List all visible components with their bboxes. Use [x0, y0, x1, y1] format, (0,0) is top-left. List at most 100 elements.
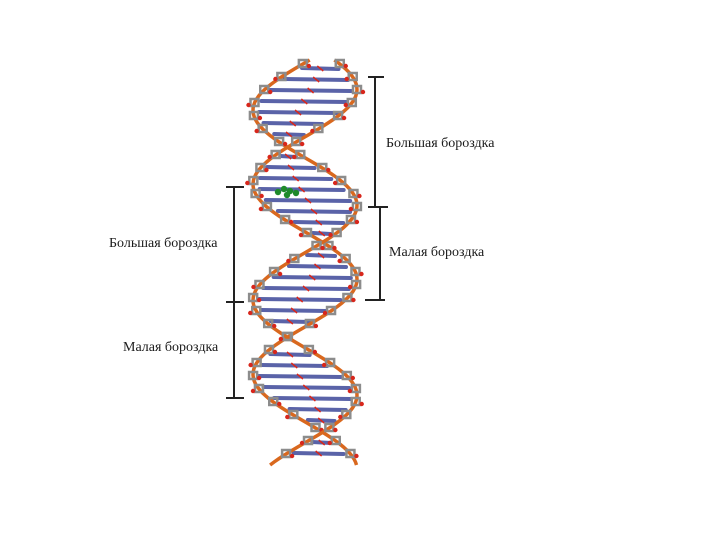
phosphate-atom — [354, 219, 360, 225]
base-pair-atom — [286, 351, 294, 358]
phosphate-atom — [251, 284, 256, 290]
phosphate-atom — [285, 414, 290, 420]
phosphate-atom — [343, 63, 348, 69]
phosphate-atom — [257, 115, 263, 121]
phosphate-atom — [299, 141, 305, 147]
base-pair-rungs — [257, 65, 353, 457]
phosphate-atom — [256, 375, 262, 381]
right-major-groove-bracket — [368, 76, 384, 208]
sugar-ring-2-17 — [268, 266, 280, 277]
sugar-ring-1-5 — [332, 110, 344, 121]
phosphate-atom — [278, 336, 284, 342]
phosphate-atom — [357, 193, 362, 199]
sugar-ring-1-2 — [347, 71, 358, 82]
sugar-ring-1-15 — [323, 240, 334, 251]
phosphate-atom — [347, 388, 353, 394]
phosphate-atom — [333, 427, 338, 433]
base-pair-atom — [286, 318, 294, 325]
base-pair-atom — [304, 197, 312, 204]
sugar-ring-2-19 — [247, 292, 259, 303]
base-pair-atom — [310, 208, 318, 215]
base-pair-atom — [294, 109, 302, 116]
base-pair-atom — [285, 131, 293, 138]
phosphate-atom — [327, 440, 332, 446]
sugar-ring-2-21 — [262, 318, 274, 329]
phosphate-atom — [351, 297, 356, 303]
sugar-ring-2-6 — [257, 123, 268, 134]
phosphate-atom — [341, 115, 347, 121]
bound-ligand-molecule — [274, 185, 300, 199]
sugar-ring-2-18 — [254, 279, 265, 290]
sugar-ring-1-25 — [247, 370, 259, 381]
sugar-ring-2-5 — [248, 110, 260, 121]
phosphate-atom — [338, 414, 343, 420]
base-pair-atom — [308, 274, 316, 281]
sugar-ring-1-23 — [263, 344, 275, 355]
sugar-ring-2-20 — [250, 305, 262, 316]
ligand-atom-5 — [283, 191, 291, 199]
phosphate-atom — [337, 258, 342, 264]
base-pair-atom — [290, 307, 298, 314]
base-pair-atom — [315, 450, 323, 457]
phosphate-atom — [277, 271, 283, 277]
base-pair-atom — [290, 362, 298, 369]
sugar-ring-1-11 — [250, 188, 261, 199]
base-pair-atom — [307, 87, 315, 94]
phosphate-atom — [328, 232, 333, 238]
right-minor-groove-bracket — [365, 206, 388, 301]
phosphate-atom — [313, 323, 319, 329]
phosphate-atom — [272, 349, 278, 355]
base-pair-atom — [298, 186, 306, 193]
phosphate-atom — [312, 349, 318, 355]
phosphate-atom — [347, 284, 353, 290]
ligand-atom-4 — [292, 189, 300, 197]
phosphate-atom — [248, 310, 253, 316]
phosphate-atom — [359, 401, 364, 407]
phosphate-atom — [259, 193, 264, 199]
sugar-ring-1-9 — [255, 162, 266, 173]
sugar-ring-2-12 — [351, 201, 363, 212]
base-pair-atom — [302, 285, 310, 292]
sugar-ring-2-15 — [311, 240, 322, 251]
base-pair-atom — [317, 417, 325, 424]
sugar-ring-1-3 — [351, 84, 363, 95]
phosphate-atom — [321, 362, 327, 368]
sugar-ring-1-24 — [251, 357, 262, 368]
sugar-ring-1-4 — [346, 97, 358, 108]
base-pair-atom — [315, 219, 323, 226]
sugar-ring-1-14 — [301, 227, 313, 238]
phosphate-atom — [277, 401, 282, 407]
phosphate-atom — [289, 453, 295, 459]
sugar-ring-1-10 — [248, 175, 259, 186]
base-pair-atom — [314, 406, 322, 413]
sugar-ring-2-7 — [273, 136, 285, 147]
phosphate-atom — [360, 89, 366, 95]
label-major-groove-left: Большая бороздка — [109, 236, 218, 251]
sugar-ring-2-8 — [295, 149, 306, 160]
phosphate-atom — [350, 375, 356, 381]
base-pair-atom — [289, 120, 297, 127]
phosphate-atom — [256, 297, 262, 303]
sugar-ring-2-16 — [289, 253, 300, 264]
phosphate-atom — [268, 89, 273, 95]
phosphate-atom — [343, 102, 348, 108]
sugar-ring-1-16 — [340, 253, 351, 264]
sugar-ring-2-25 — [341, 370, 353, 381]
sugar-ring-1-1 — [334, 58, 346, 69]
sugar-ring-2-22 — [281, 331, 293, 342]
sugar-ring-2-1 — [297, 58, 309, 69]
ligand-atom-1 — [274, 188, 282, 196]
sugar-ring-2-13 — [345, 214, 357, 225]
phosphate-atom — [273, 76, 278, 82]
sugar-ring-1-12 — [261, 201, 273, 212]
sugar-ring-2-3 — [258, 84, 270, 95]
base-pair-atom — [313, 263, 321, 270]
sugar-ring-2-23 — [303, 344, 315, 355]
sugar-ring-2-29 — [324, 422, 335, 433]
phosphate-atom — [322, 310, 328, 316]
sugar-ring-2-4 — [249, 97, 260, 108]
left-major-groove-bracket — [226, 186, 244, 303]
sugar-ring-1-18 — [350, 279, 362, 290]
sugar-ring-1-27 — [268, 396, 279, 407]
